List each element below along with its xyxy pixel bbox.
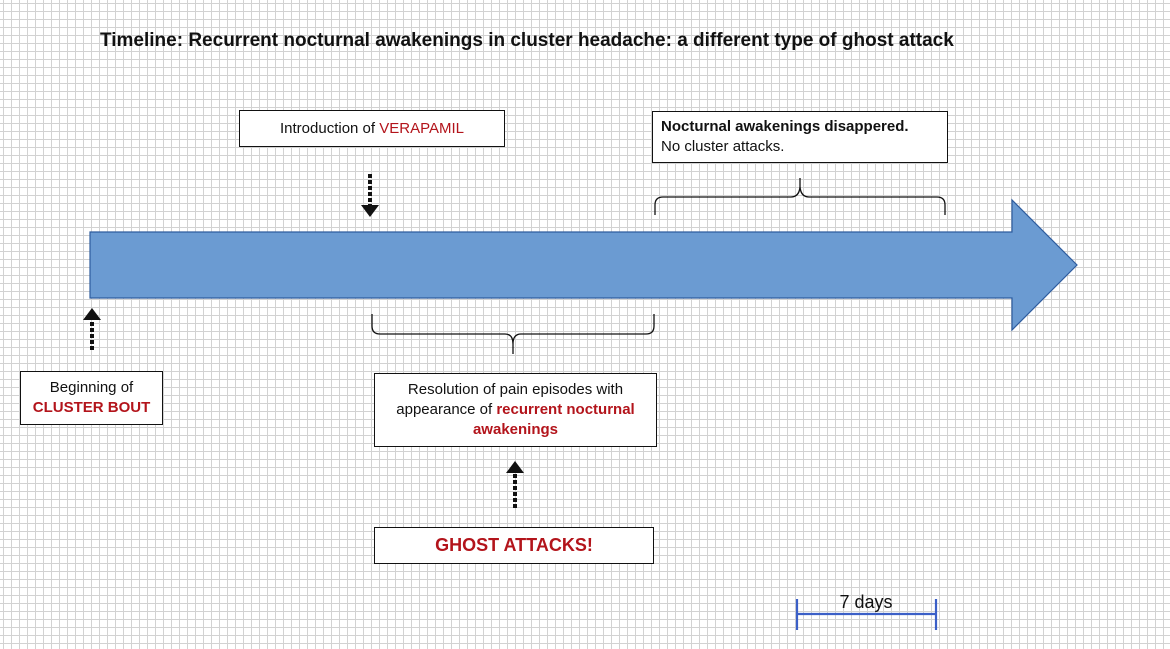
verapamil-arrow bbox=[361, 174, 379, 217]
beginning-prefix: Beginning of bbox=[49, 379, 134, 396]
ghost-attacks-label: GHOST ATTACKS! bbox=[435, 535, 593, 555]
verapamil-prefix: Introduction of bbox=[280, 120, 380, 137]
resolution-box: Resolution of pain episodes with appeara… bbox=[374, 373, 657, 447]
disappeared-line1: Nocturnal awakenings disappered. bbox=[661, 118, 909, 135]
beginning-arrow bbox=[83, 308, 101, 350]
resolution-highlight: recurrent nocturnal awakenings bbox=[472, 401, 635, 438]
verapamil-box: Introduction of VERAPAMIL bbox=[239, 110, 505, 147]
disappeared-line2: No cluster attacks. bbox=[661, 138, 785, 155]
beginning-highlight: CLUSTER BOUT bbox=[32, 399, 151, 416]
resolution-prefix: Resolution of pain episodes with appeara… bbox=[396, 381, 624, 418]
timeline-arrow bbox=[89, 198, 1078, 332]
lower-brace bbox=[371, 314, 655, 354]
scale-label: 7 days bbox=[839, 592, 893, 612]
upper-brace bbox=[654, 178, 946, 215]
disappeared-box: Nocturnal awakenings disappered. No clus… bbox=[652, 111, 948, 163]
ghost-attacks-box: GHOST ATTACKS! bbox=[374, 527, 654, 564]
diagram-title: Timeline: Recurrent nocturnal awakenings… bbox=[100, 30, 954, 51]
ghost-arrow bbox=[506, 461, 524, 508]
beginning-box: Beginning of CLUSTER BOUT bbox=[20, 371, 163, 425]
verapamil-highlight: VERAPAMIL bbox=[379, 120, 464, 137]
scale-bar bbox=[795, 599, 938, 630]
